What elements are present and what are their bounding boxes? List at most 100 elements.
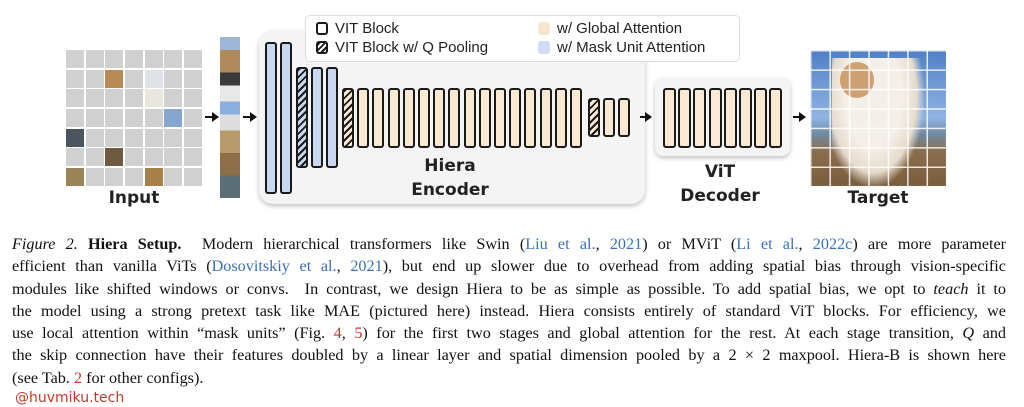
visible-patch [144,167,163,186]
masked-patch [144,128,163,147]
masked-patch [144,108,163,128]
caption-line: the skip connection have their features … [12,344,1006,366]
legend-label: VIT Block [335,20,399,37]
input-masked-image [66,50,202,186]
masked-patch [85,50,104,69]
reference-link[interactable]: 4 [333,324,342,343]
masked-patch [164,50,183,69]
caption-text: ), but end up slower due to overhead fro… [382,257,1006,276]
masked-patch [183,69,202,88]
citation-link[interactable]: 2022c [812,235,853,253]
vit-block [539,88,552,148]
decoder-vit-block [739,88,752,148]
vit-block [603,98,615,137]
blue-swatch-icon [538,41,550,54]
target-image [810,50,946,186]
decoder-label: ViT Decoder [660,160,780,208]
decoder-vit-block [693,88,707,148]
vit-block [402,88,415,148]
masked-patch [66,69,85,88]
caption-line: Figure 2. Hiera Setup. Modern hierarchic… [12,233,1006,255]
legend-label: w/ Mask Unit Attention [557,39,706,56]
citation-link[interactable]: Dosovitskiy et al. [211,257,337,276]
vit-block [448,88,461,148]
masked-patch [85,108,104,128]
caption-text: , [595,235,610,253]
masked-patch [164,167,183,186]
grid-overlay [810,50,946,186]
vit-block [387,88,400,148]
caption-line: modules like shifted windows or convs. I… [12,278,1006,300]
caption-line: efficient than vanilla ViTs (Dosovitskiy… [12,255,1006,277]
reference-link[interactable]: 2 [73,368,83,387]
caption-text: (see Tab. [12,368,74,387]
vit-block [463,88,476,148]
reference-link[interactable]: 5 [354,324,363,343]
caption-text: Q [962,324,975,343]
caption-line: the model using a strong pretext task li… [12,300,1006,322]
masked-patch [85,89,104,108]
masked-patch [66,50,85,69]
input-label: Input [108,188,160,208]
masked-patch [124,89,144,108]
visible-patch [105,69,124,88]
caption-text: ) are more parameter [852,235,1007,253]
vit-block [524,88,537,148]
caption-text [78,235,88,253]
vit-block [280,42,292,194]
vit-block-q-pooling [342,88,354,148]
vit-block [433,88,446,148]
vit-block [570,88,582,148]
caption-line: (see Tab. 2 for other configs). [12,367,1006,389]
legend: VIT Block VIT Block w/ Q Pooling w/ Glob… [305,15,740,62]
masked-patch [183,148,202,167]
vit-block [418,88,430,148]
caption-text: efficient than vanilla ViTs ( [12,257,212,276]
vit-block [311,67,323,168]
caption-text: it to [968,279,1006,298]
masked-patch [85,69,104,88]
citation-link[interactable]: Liu et al. [525,235,596,253]
decoder-label-line1: ViT [704,162,736,182]
caption-text: for other configs). [82,368,204,387]
masked-patch [66,89,85,108]
masked-patch [85,148,104,167]
decoder-vit-block [723,88,737,148]
decoder-vit-block [769,88,783,148]
caption-text: , [336,257,351,276]
vit-block [326,67,338,168]
visible-patch [66,128,85,147]
citation-link[interactable]: 2021 [350,257,383,276]
masked-patch [183,50,202,69]
citation-link[interactable]: Li et al. [736,235,799,253]
masked-patch [105,108,124,128]
legend-item-vit-block-qpool: VIT Block w/ Q Pooling [316,39,488,56]
legend-item-mask-unit-attention: w/ Mask Unit Attention [538,39,705,56]
legend-item-vit-block: VIT Block [316,20,399,37]
masked-patch [164,128,183,147]
caption-text: the model using a strong pretext task li… [12,301,1006,320]
visible-patch [66,167,85,186]
hatched-block-swatch-icon [316,41,328,54]
caption-text: Figure 2. [12,235,78,253]
masked-patch [124,148,144,167]
masked-patch [164,89,183,108]
visible-patch [144,69,163,88]
decoder-label-line2: Decoder [680,186,760,206]
caption-text: ) for the first two stages and global at… [362,324,963,343]
masked-patch [85,167,104,186]
masked-patch [66,148,85,167]
visible-patch [144,89,163,108]
caption-line: use local attention within “mask units” … [12,322,1006,344]
masked-patch [124,50,144,69]
vit-block [618,98,630,137]
masked-patch [183,128,202,147]
vit-block-swatch-icon [316,22,328,35]
masked-patch [105,128,124,147]
masked-patch [183,89,202,108]
masked-patch [105,89,124,108]
masked-patch [124,69,144,88]
caption-text: the skip connection have their features … [12,346,1006,365]
citation-link[interactable]: 2021 [609,235,643,253]
masked-patch [124,167,144,186]
